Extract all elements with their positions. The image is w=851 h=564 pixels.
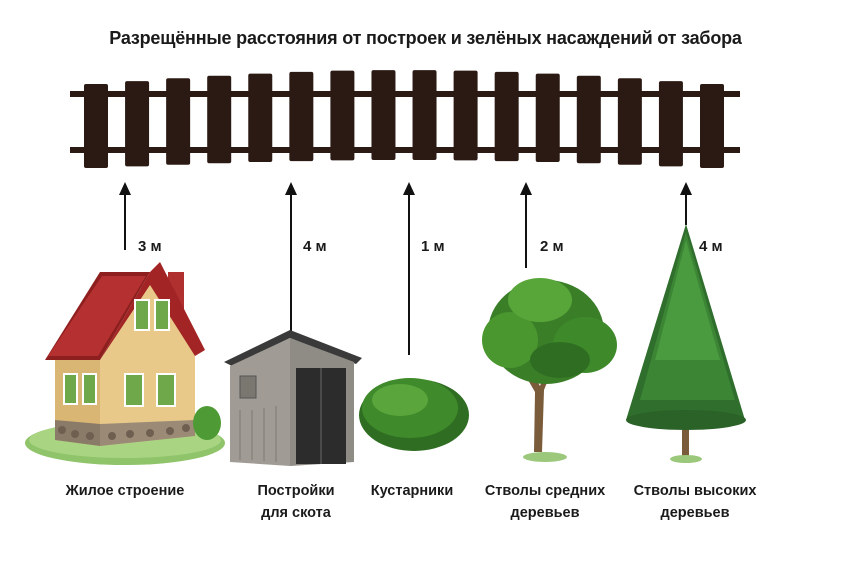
fence-picket [207,75,232,164]
fence-picket [453,70,478,161]
fence-picket [658,81,683,167]
deciduous-tree-icon [482,278,617,462]
caption-bush: Кустарники [352,480,472,502]
arrow-up-icon [119,182,131,250]
caption-house: Жилое строение [40,480,210,502]
fence-picket [617,78,642,165]
arrow-up-icon [403,182,415,355]
caption-shed: Постройки для скота [226,480,366,524]
conifer-tree-icon [626,224,746,463]
fence-rail-bottom [70,147,740,153]
caption-tall-tree: Стволы высоких деревьев [620,480,770,524]
caption-line: деревьев [510,505,580,521]
fence-rail-top [70,91,740,97]
distance-label-bush: 1 м [421,238,445,255]
distance-label-tall-tree: 4 м [699,238,723,255]
caption-line: Стволы высоких [633,483,757,499]
fence-picket [576,75,601,164]
caption-medium-tree: Стволы средних деревьев [470,480,620,524]
bush-icon [359,378,469,451]
fence-picket [412,70,437,161]
house-icon [25,262,225,465]
fence-icon [70,70,740,168]
fence-picket [125,81,150,167]
caption-line: Кустарники [370,483,454,499]
arrow-up-icon [285,182,297,333]
fence-picket [371,70,396,161]
distance-label-shed: 4 м [303,238,327,255]
caption-line: Стволы средних [484,483,606,499]
diagram-title: Разрещённые расстояния от построек и зел… [109,28,742,48]
fence-picket [166,78,191,165]
distance-label-medium-tree: 2 м [540,238,564,255]
caption-line: деревьев [660,505,730,521]
arrow-up-icon [520,182,532,268]
shed-icon [224,330,362,466]
arrow-up-icon [680,182,692,225]
distance-label-house: 3 м [138,238,162,255]
caption-line: для скота [261,505,331,521]
caption-line: Жилое строение [65,483,185,499]
caption-line: Постройки [257,483,335,499]
fence-picket [330,70,355,161]
